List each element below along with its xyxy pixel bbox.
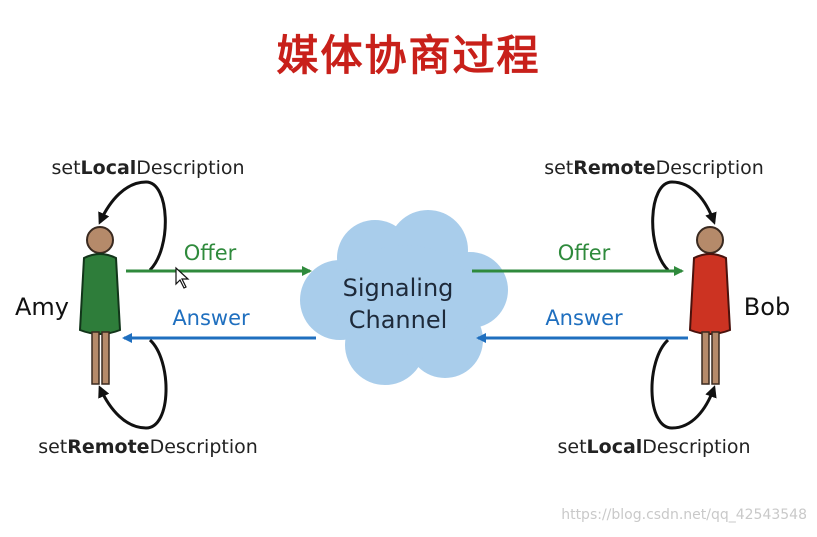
cloud-label-line1: Signaling bbox=[343, 274, 454, 302]
signaling-cloud bbox=[300, 210, 508, 385]
bob-name: Bob bbox=[744, 293, 790, 321]
bob-set-local-description-label: setLocalDescription bbox=[557, 436, 750, 458]
amy-set-remote-description-label: setRemoteDescription bbox=[38, 436, 258, 458]
amy-bottom-loop-arrow bbox=[98, 338, 168, 430]
bob-bottom-loop-arrow bbox=[650, 338, 717, 430]
amy-figure bbox=[78, 226, 122, 385]
amy-name: Amy bbox=[15, 293, 69, 321]
page-title: 媒体协商过程 bbox=[276, 31, 541, 80]
bob-figure bbox=[688, 226, 732, 385]
cloud-label-line2: Channel bbox=[349, 306, 448, 334]
bob-top-loop-arrow bbox=[651, 180, 717, 272]
watermark: https://blog.csdn.net/qq_42543548 bbox=[561, 507, 807, 523]
bob-set-remote-description-label: setRemoteDescription bbox=[544, 157, 764, 179]
answer-label-right: Answer bbox=[545, 306, 623, 330]
mouse-cursor-icon bbox=[175, 266, 190, 289]
offer-label-left: Offer bbox=[184, 241, 237, 265]
offer-label-right: Offer bbox=[558, 241, 611, 265]
amy-top-loop-arrow bbox=[98, 180, 167, 272]
amy-set-local-description-label: setLocalDescription bbox=[51, 157, 244, 179]
answer-label-left: Answer bbox=[172, 306, 250, 330]
